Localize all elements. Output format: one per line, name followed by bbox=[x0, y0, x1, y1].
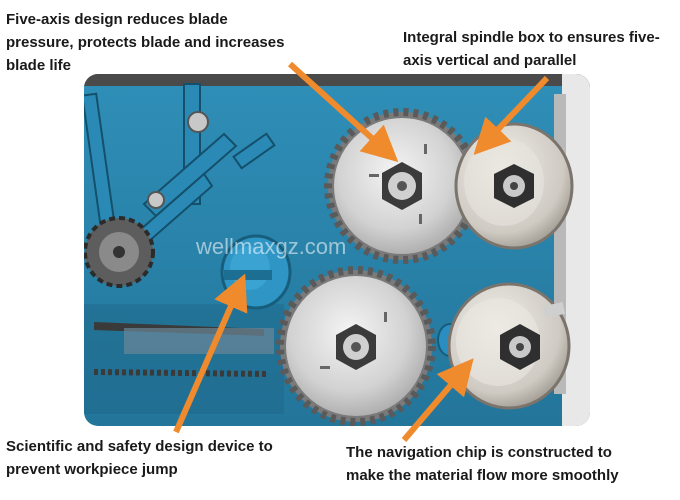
callout-safety-device: Scientific and safety design device to p… bbox=[6, 438, 273, 478]
callout-five-axis-design: Five-axis design reduces blade pressure,… bbox=[6, 11, 285, 74]
drive-gear bbox=[84, 216, 155, 288]
callout-integral-spindle-box: Integral spindle box to ensures five-axi… bbox=[403, 29, 660, 69]
watermark-text: wellmaxgz.com bbox=[195, 234, 346, 259]
right-guard-plate bbox=[562, 74, 590, 426]
spindle-roller-top bbox=[454, 122, 574, 250]
machine-photo: wellmaxgz.com bbox=[84, 74, 590, 426]
spindle-roller-bottom bbox=[447, 282, 571, 410]
saw-blade-bottom bbox=[276, 266, 436, 426]
callout-navigation-chip: The navigation chip is constructed to ma… bbox=[346, 444, 619, 484]
saw-blade-top bbox=[324, 108, 480, 264]
